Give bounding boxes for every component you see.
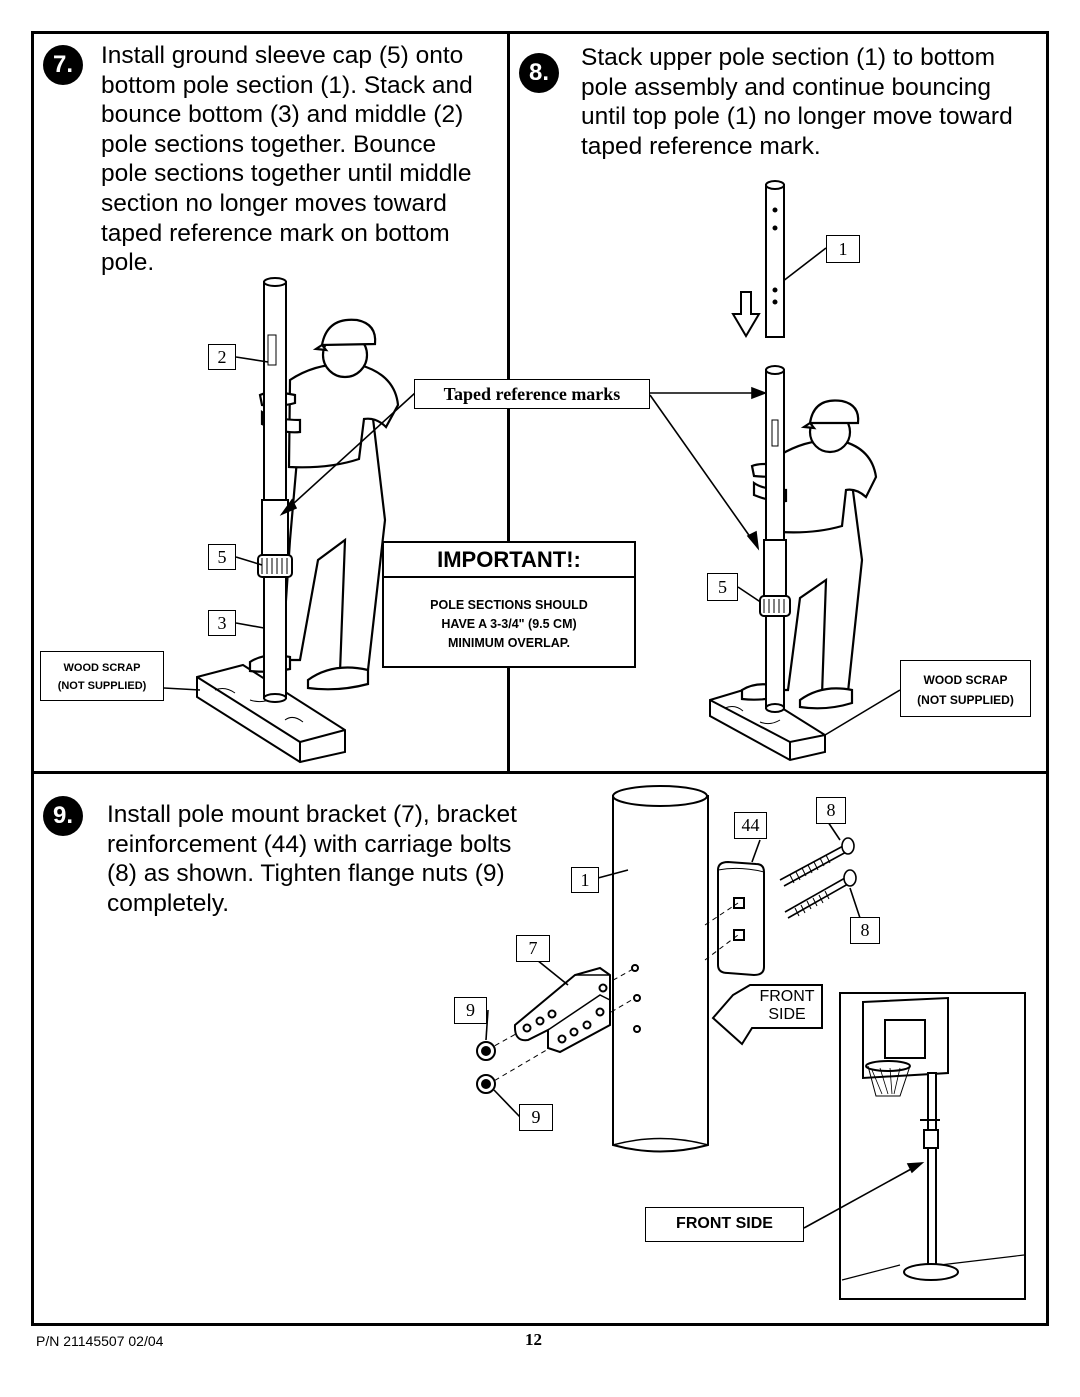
wood-scrap-line: WOOD SCRAP	[63, 662, 141, 674]
part-callout-44: 44	[734, 812, 767, 839]
part-callout-2: 2	[208, 344, 236, 370]
part-callout-1: 1	[571, 867, 599, 893]
pole-step7	[257, 277, 293, 703]
important-line: POLE SECTIONS SHOULD	[430, 598, 588, 612]
front-side-arrow-label: FRONT SIDE	[752, 988, 822, 1024]
panel-step9	[31, 771, 1049, 1326]
part-callout-9-bottom: 9	[519, 1104, 553, 1131]
step7-line: pole sections together until middle	[101, 160, 472, 188]
important-line: MINIMUM OVERLAP.	[448, 636, 570, 650]
wood-scrap-line: (NOT SUPPLIED)	[57, 680, 147, 692]
pole-mount-bracket	[513, 964, 641, 1054]
step7-line: bottom pole section (1). Stack and	[101, 71, 473, 99]
front-side-label: FRONT SIDE	[645, 1207, 804, 1242]
step8-line: until top pole (1) no longer move toward	[581, 103, 1013, 131]
person-right	[740, 399, 878, 710]
pole-step8	[759, 365, 791, 713]
front-side-arrow-line: SIDE	[768, 1006, 806, 1023]
step8-line: Stack upper pole section (1) to bottom	[581, 44, 995, 71]
wood-scrap-line: WOOD SCRAP	[923, 673, 1008, 687]
page-number: 12	[525, 1330, 542, 1349]
hoop-overview-inset	[839, 992, 1026, 1300]
front-side-arrow-line: FRONT	[759, 988, 815, 1005]
part-callout-8-bottom: 8	[850, 917, 880, 944]
important-box: IMPORTANT!: POLE SECTIONS SHOULD HAVE A …	[382, 541, 636, 668]
part-callout-9-top: 9	[454, 997, 487, 1024]
part-callout-7: 7	[516, 935, 550, 962]
important-title: IMPORTANT!:	[384, 543, 634, 578]
step7-line: pole sections together. Bounce	[101, 130, 437, 158]
step9-number-badge: 9.	[43, 796, 83, 836]
part-callout-8-top: 8	[816, 797, 846, 824]
step8-line: pole assembly and continue bouncing	[581, 73, 991, 101]
important-line: HAVE A 3-3/4" (9.5 CM)	[441, 617, 577, 631]
step9-instructions: Install pole mount bracket (7), bracket …	[107, 800, 547, 918]
bracket-reinforcement	[717, 860, 765, 977]
wood-scrap-line: (NOT SUPPLIED)	[917, 693, 1014, 707]
part-callout-3: 3	[208, 610, 236, 636]
step8-line: taped reference mark.	[581, 132, 821, 160]
flange-nuts	[476, 1041, 496, 1094]
step7-line: pole.	[101, 249, 155, 277]
step7-line: section no longer moves toward	[101, 189, 447, 217]
step7-instructions: Install ground sleeve cap (5) onto botto…	[101, 41, 501, 278]
down-arrow-icon	[731, 291, 761, 338]
person-left	[248, 318, 400, 691]
step9-line: completely.	[107, 889, 230, 917]
step7-number-badge: 7.	[43, 45, 83, 85]
part-callout-1: 1	[826, 235, 860, 263]
step7-line: bounce bottom (3) and middle (2)	[101, 101, 464, 129]
wood-scrap-label-right: WOOD SCRAP (NOT SUPPLIED)	[900, 660, 1031, 717]
pole-closeup	[612, 785, 709, 1153]
part-number: P/N 21145507 02/04	[36, 1333, 164, 1349]
wood-board-left	[196, 663, 346, 764]
step8-number-badge: 8.	[519, 53, 559, 93]
front-side-arrow-icon	[711, 984, 823, 1046]
step9-line: Install pole mount bracket (7), bracket	[107, 801, 517, 828]
step9-line: reinforcement (44) with carriage bolts	[107, 830, 512, 858]
step8-instructions: Stack upper pole section (1) to bottom p…	[581, 43, 1041, 161]
wood-scrap-label-left: WOOD SCRAP (NOT SUPPLIED)	[40, 651, 164, 701]
upper-pole	[765, 180, 785, 338]
part-callout-5: 5	[208, 544, 236, 570]
carriage-bolts	[779, 837, 857, 919]
part-callout-5: 5	[707, 573, 738, 601]
step7-line: taped reference mark on bottom	[101, 219, 450, 247]
step7-line: Install ground sleeve cap (5) onto	[101, 42, 464, 69]
taped-reference-marks-label: Taped reference marks	[414, 379, 650, 409]
important-body: POLE SECTIONS SHOULD HAVE A 3-3/4" (9.5 …	[384, 578, 634, 653]
step9-line: (8) as shown. Tighten flange nuts (9)	[107, 860, 505, 888]
